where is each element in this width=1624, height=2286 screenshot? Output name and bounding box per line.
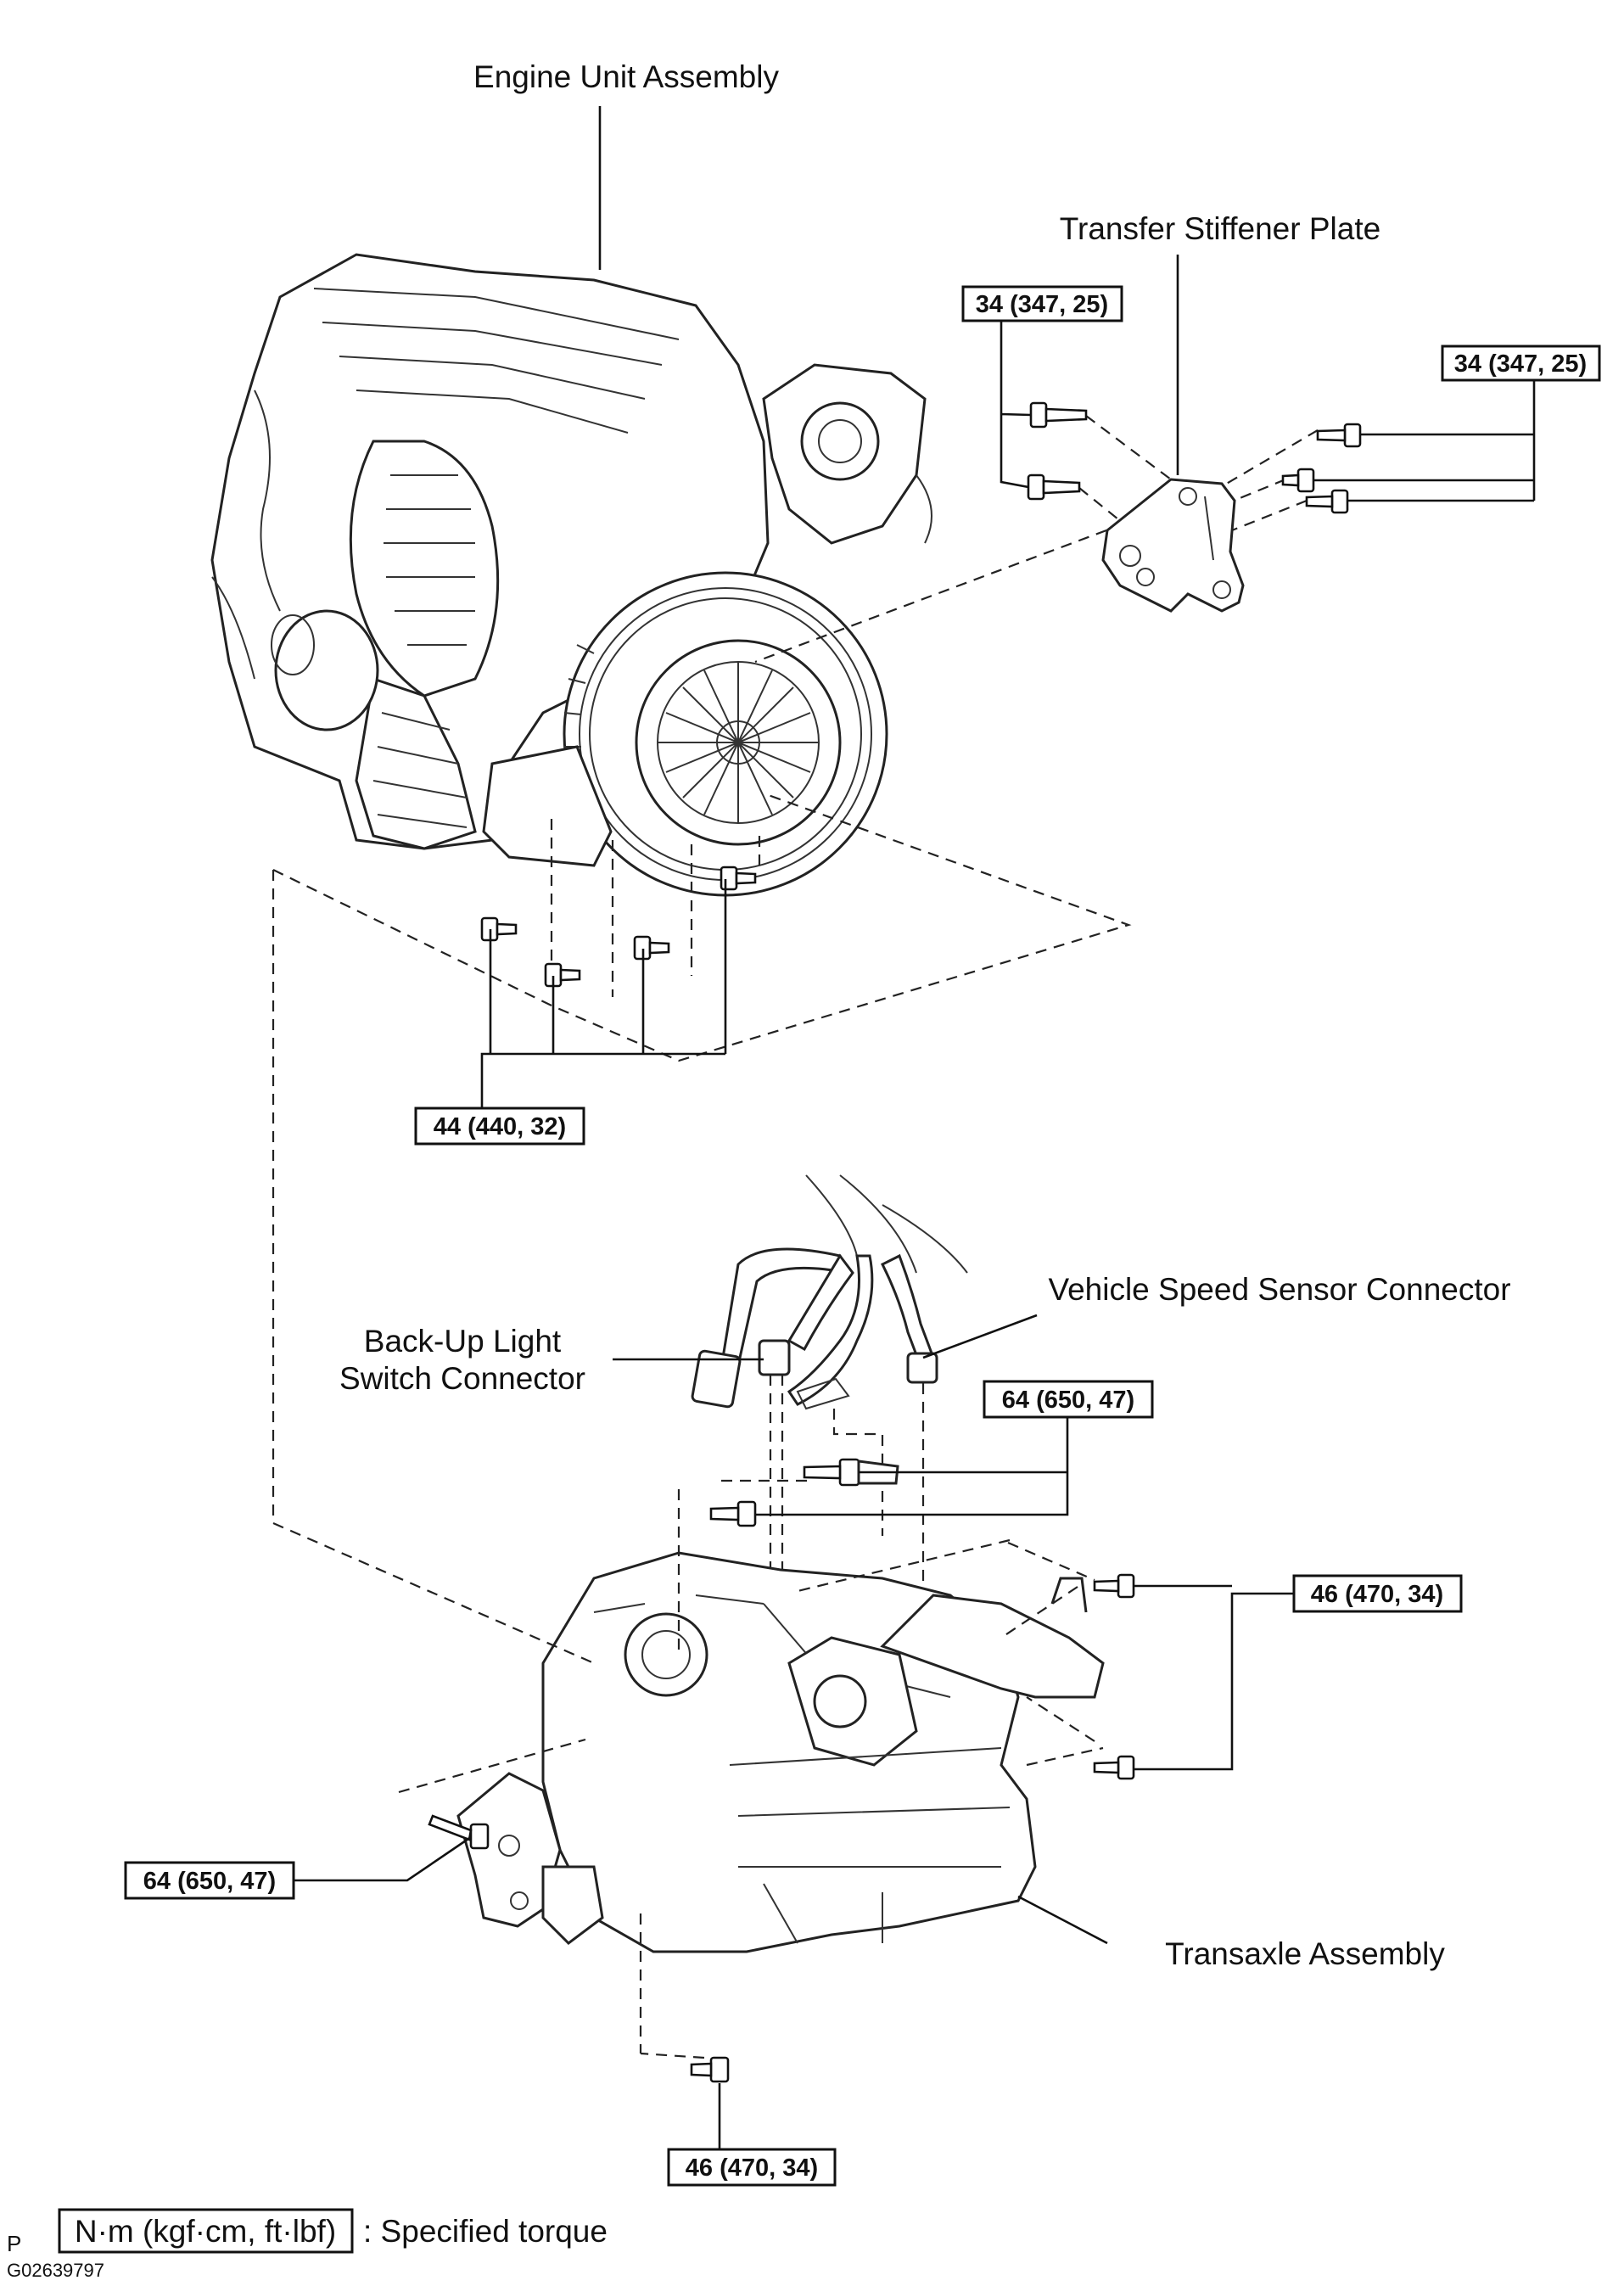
torque-transaxle-left: 64 (650, 47)	[124, 1835, 472, 1900]
svg-text:64 (650, 47): 64 (650, 47)	[1002, 1387, 1134, 1414]
transaxle-label: Transaxle Assembly	[1165, 1936, 1445, 1971]
connector-dashes	[769, 1375, 925, 1638]
plate-bolt-right-2	[1281, 468, 1315, 493]
torque-legend: N·m (kgf·cm, ft·lbf) : Specified torque	[58, 2208, 608, 2254]
torque-engine-lower: 44 (440, 32)	[414, 879, 727, 1146]
legend-unit: N·m (kgf·cm, ft·lbf)	[75, 2214, 336, 2249]
legend-description: : Specified torque	[363, 2214, 608, 2249]
footer: P	[7, 2232, 21, 2255]
wire-harness	[691, 1174, 968, 1410]
torque-transaxle-upper: 64 (650, 47)	[755, 1380, 1154, 1516]
transaxle-upper-dash	[677, 1479, 815, 1655]
torque-transaxle-right: 46 (470, 34)	[1134, 1574, 1463, 1771]
transaxle-bolt-upper-2	[709, 1500, 757, 1527]
engine-bolt-dashes	[550, 819, 761, 997]
transaxle-bolt-bottom	[690, 2056, 730, 2083]
plate-dash-1	[1085, 415, 1172, 480]
plate-bolt-right-1	[1316, 423, 1362, 448]
plate-to-engine-dash	[754, 529, 1107, 664]
engine-unit-label: Engine Unit Assembly	[473, 59, 779, 94]
torque-plate-left: 34 (347, 25)	[961, 285, 1123, 489]
engine-to-transaxle-dash	[272, 870, 595, 1665]
transaxle-illustration	[456, 1551, 1105, 1953]
footer-code: G02639797	[7, 2261, 104, 2281]
engine-unit-illustration	[210, 253, 932, 897]
vehicle-speed-sensor-leader	[922, 1314, 1038, 1359]
plate-dash-4	[1233, 478, 1286, 502]
torque-plate-right: 34 (347, 25)	[1313, 345, 1601, 502]
transfer-plate-label: Transfer Stiffener Plate	[1060, 211, 1380, 246]
svg-text:64 (650, 47): 64 (650, 47)	[143, 1868, 276, 1895]
plate-dash-5	[1231, 499, 1308, 532]
transaxle-leader	[1017, 1895, 1108, 1945]
svg-text:34 (347, 25): 34 (347, 25)	[1454, 350, 1587, 378]
footer-letter-text: P	[7, 2231, 22, 2256]
torque-transaxle-bottom: 46 (470, 34)	[667, 2083, 837, 2187]
backup-light-label-line2: Switch Connector	[339, 1361, 585, 1396]
plate-dash-2	[1078, 487, 1119, 520]
transaxle-bolt-right-1	[1093, 1573, 1135, 1599]
transaxle-bolt-right-2	[1093, 1755, 1135, 1780]
footer-code-text: G02639797	[7, 2260, 104, 2281]
backup-light-label-line1: Back-Up Light	[364, 1324, 562, 1359]
svg-text:46 (470, 34): 46 (470, 34)	[686, 2154, 818, 2182]
plate-bolt-right-3	[1305, 489, 1349, 514]
transaxle-lower-dash	[398, 1738, 705, 2059]
transaxle-right-dash-2	[797, 1538, 1078, 1639]
transaxle-right-dash-3	[1026, 1746, 1104, 1767]
transaxle-bolt-left	[428, 1814, 490, 1850]
vehicle-speed-sensor-label: Vehicle Speed Sensor Connector	[1048, 1272, 1510, 1307]
transaxle-right-dash	[1007, 1541, 1095, 1742]
plate-bolt-lower-left	[1027, 473, 1081, 501]
plate-bolt-upper-left	[1029, 401, 1088, 429]
engine-mount-dash-outline	[272, 792, 1132, 1062]
svg-text:34 (347, 25): 34 (347, 25)	[976, 291, 1108, 318]
svg-text:44 (440, 32): 44 (440, 32)	[434, 1113, 566, 1140]
transfer-stiffener-plate	[1101, 478, 1245, 613]
svg-text:46 (470, 34): 46 (470, 34)	[1311, 1581, 1443, 1608]
